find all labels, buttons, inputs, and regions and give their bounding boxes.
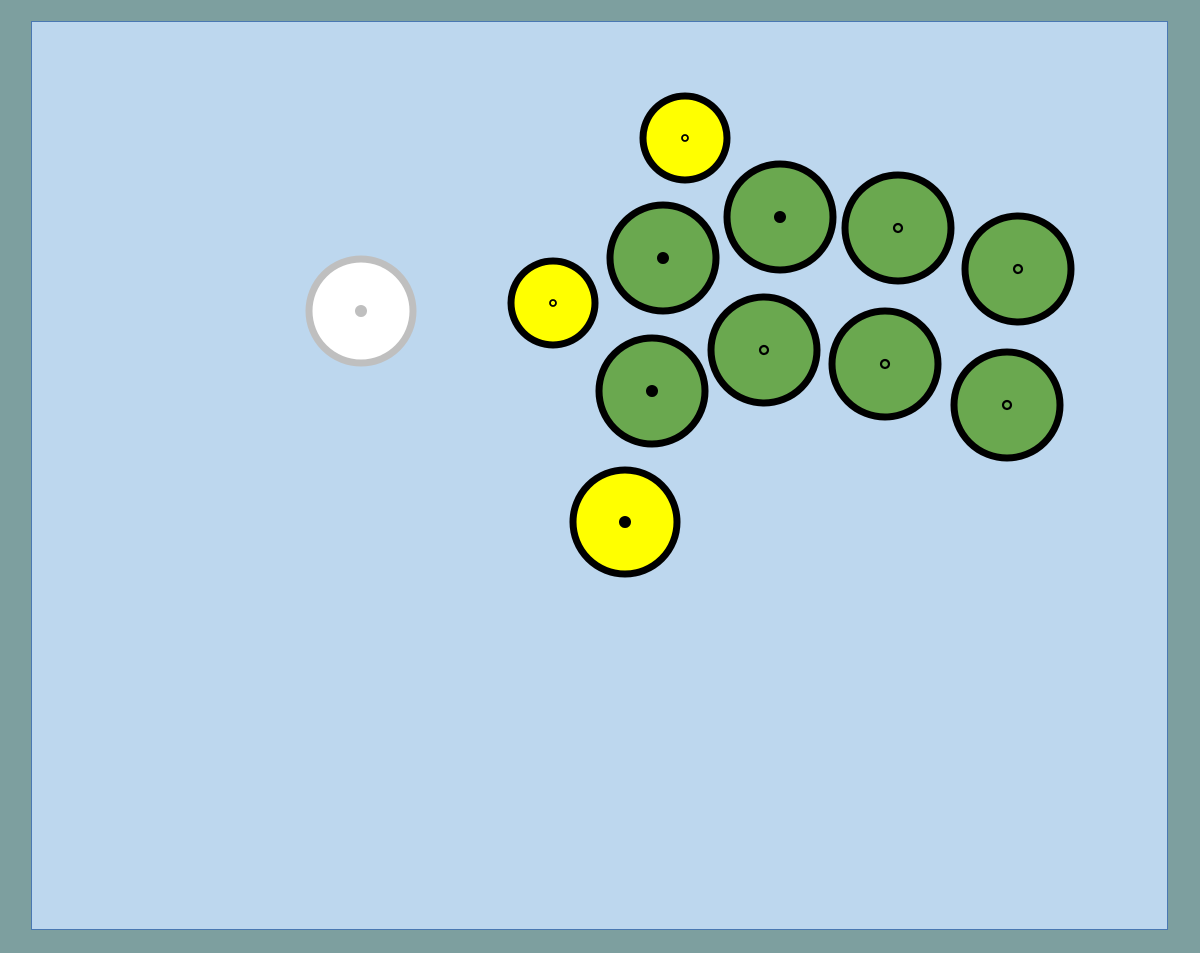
yellow-piece-top[interactable]	[639, 92, 731, 184]
yellow-piece-bottom[interactable]	[569, 466, 681, 578]
green-piece-7[interactable]	[828, 307, 942, 421]
green-piece-3[interactable]	[841, 171, 955, 285]
white-piece[interactable]	[305, 255, 417, 367]
green-piece-1[interactable]	[606, 201, 720, 315]
green-piece-4[interactable]	[961, 212, 1075, 326]
green-piece-2[interactable]	[723, 160, 837, 274]
yellow-piece-mid[interactable]	[507, 257, 599, 349]
green-piece-5[interactable]	[595, 334, 709, 448]
green-piece-8[interactable]	[950, 348, 1064, 462]
green-piece-6[interactable]	[707, 293, 821, 407]
